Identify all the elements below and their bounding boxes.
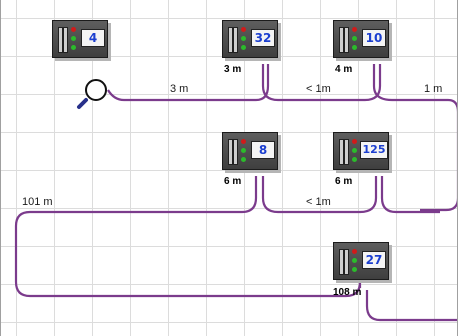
cable-segment — [365, 290, 458, 322]
device-slot — [339, 27, 344, 53]
device-slot — [233, 27, 238, 53]
status-led-red — [352, 249, 357, 254]
device-slot — [339, 139, 344, 165]
cable-segment — [261, 176, 378, 214]
status-led-red — [352, 27, 357, 32]
device-display: 32 — [251, 29, 275, 47]
status-led-green — [241, 36, 246, 41]
status-led-green — [241, 157, 246, 162]
status-led-green — [71, 45, 76, 50]
status-led-green — [71, 36, 76, 41]
cable-segment — [380, 176, 440, 214]
device-display: 8 — [251, 141, 275, 159]
network-device[interactable]: 125 — [333, 132, 391, 172]
device-body: 4 — [52, 20, 108, 58]
device-slot — [344, 27, 349, 53]
status-led-green — [352, 258, 357, 263]
status-led-green — [352, 45, 357, 50]
status-led-red — [241, 27, 246, 32]
device-slot — [344, 139, 349, 165]
device-display: 27 — [362, 251, 386, 269]
cable-segment — [107, 64, 270, 102]
device-distance-label: 6 m — [224, 176, 242, 187]
status-led-red — [71, 27, 76, 32]
network-device[interactable]: 8 — [222, 132, 280, 172]
device-slot — [58, 27, 63, 53]
device-slot — [344, 249, 349, 275]
device-distance-label: 3 m — [224, 64, 242, 75]
status-led-red — [241, 139, 246, 144]
status-led-green — [352, 157, 357, 162]
network-device[interactable]: 27 — [333, 242, 391, 282]
device-slot — [339, 249, 344, 275]
status-led-red — [352, 139, 357, 144]
magnifier-icon[interactable] — [76, 74, 112, 110]
device-distance-label: 4 m — [335, 64, 353, 75]
cable-length-label: < 1m — [306, 83, 331, 95]
device-distance-label: 6 m — [335, 176, 353, 187]
device-distance-label: 108 m — [333, 287, 362, 298]
network-device[interactable]: 4 — [52, 20, 110, 60]
cable-length-label: 3 m — [170, 83, 189, 95]
cable-length-label: 101 m — [22, 196, 53, 208]
device-slot — [233, 139, 238, 165]
device-slot — [228, 27, 233, 53]
device-body: 27 — [333, 242, 389, 280]
cable-segment — [261, 64, 382, 102]
status-led-green — [352, 36, 357, 41]
cable-segment — [372, 64, 458, 212]
device-slot — [63, 27, 68, 53]
network-device[interactable]: 10 — [333, 20, 391, 60]
network-device[interactable]: 32 — [222, 20, 280, 60]
device-body: 10 — [333, 20, 389, 58]
device-display: 125 — [360, 141, 388, 159]
device-body: 125 — [333, 132, 389, 170]
device-display: 4 — [81, 29, 105, 47]
status-led-green — [352, 267, 357, 272]
device-slot — [228, 139, 233, 165]
cable-segment — [14, 176, 362, 298]
cable-length-label: < 1m — [306, 196, 331, 208]
status-led-green — [241, 148, 246, 153]
cable-length-label: 1 m — [424, 83, 443, 95]
device-body: 32 — [222, 20, 278, 58]
device-display: 10 — [362, 29, 386, 47]
status-led-green — [352, 148, 357, 153]
status-led-green — [241, 45, 246, 50]
device-body: 8 — [222, 132, 278, 170]
